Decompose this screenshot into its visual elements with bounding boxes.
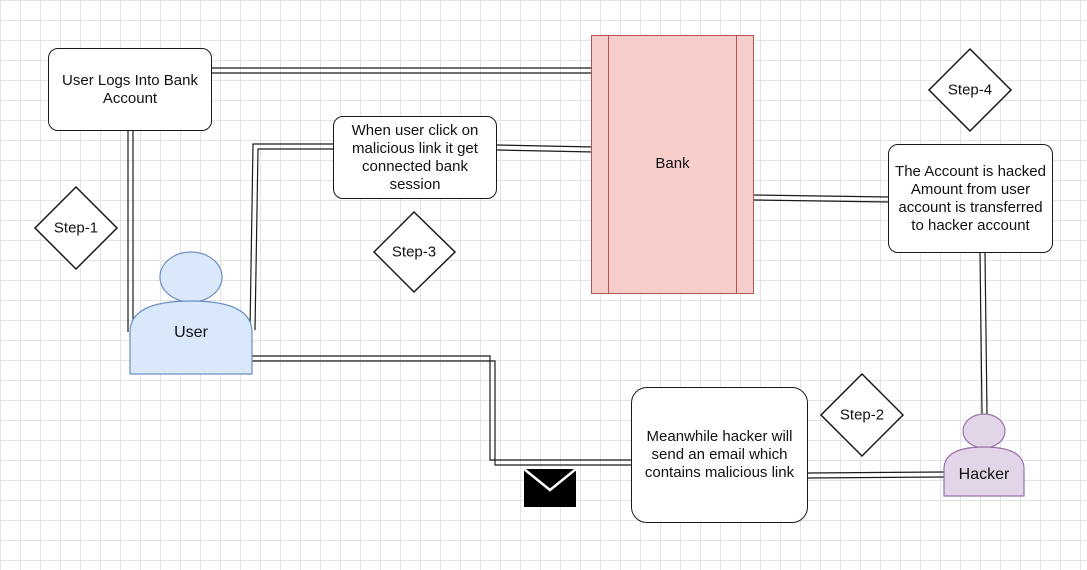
hacker-label: Hacker (958, 466, 1010, 483)
connector-login-to-bank (212, 67, 594, 74)
step-2-label: Step-2 (839, 406, 885, 424)
step-1-diamond (33, 185, 119, 271)
bank-node: Bank (591, 35, 754, 294)
connector-bank-to-hacked-box (753, 194, 890, 203)
step-1-label: Step-1 (53, 219, 99, 237)
user-actor-icon (129, 251, 253, 375)
login-box-text: User Logs Into Bank Account (62, 71, 198, 107)
malicious-link-box: When user click on malicious link it get… (333, 116, 497, 199)
connector-email-box-to-hacker (807, 471, 945, 479)
step-4-diamond (927, 47, 1013, 133)
user-label: User (174, 324, 208, 341)
hacker-actor-icon (943, 413, 1025, 497)
step-3-diamond (372, 210, 457, 294)
step-2-diamond (819, 372, 905, 458)
account-hacked-box: The Account is hacked Amount from user a… (888, 144, 1053, 253)
email-box: Meanwhile hacker will send an email whic… (631, 387, 808, 523)
malicious-link-box-text: When user click on malicious link it get… (351, 121, 479, 193)
step-4-label: Step-4 (947, 81, 993, 99)
connector-user-to-click-box (249, 143, 334, 331)
connector-hacked-box-to-hacker (979, 252, 988, 415)
account-hacked-box-text: The Account is hacked Amount from user a… (895, 162, 1046, 234)
connector-login-to-user (127, 131, 134, 332)
bank-label: Bank (655, 155, 690, 172)
connector-click-box-to-bank (496, 144, 595, 153)
connector-user-to-email (252, 355, 632, 466)
login-box: User Logs Into Bank Account (48, 48, 212, 131)
envelope-icon (523, 468, 577, 507)
email-box-text: Meanwhile hacker will send an email whic… (644, 428, 795, 481)
step-3-label: Step-3 (391, 243, 437, 261)
